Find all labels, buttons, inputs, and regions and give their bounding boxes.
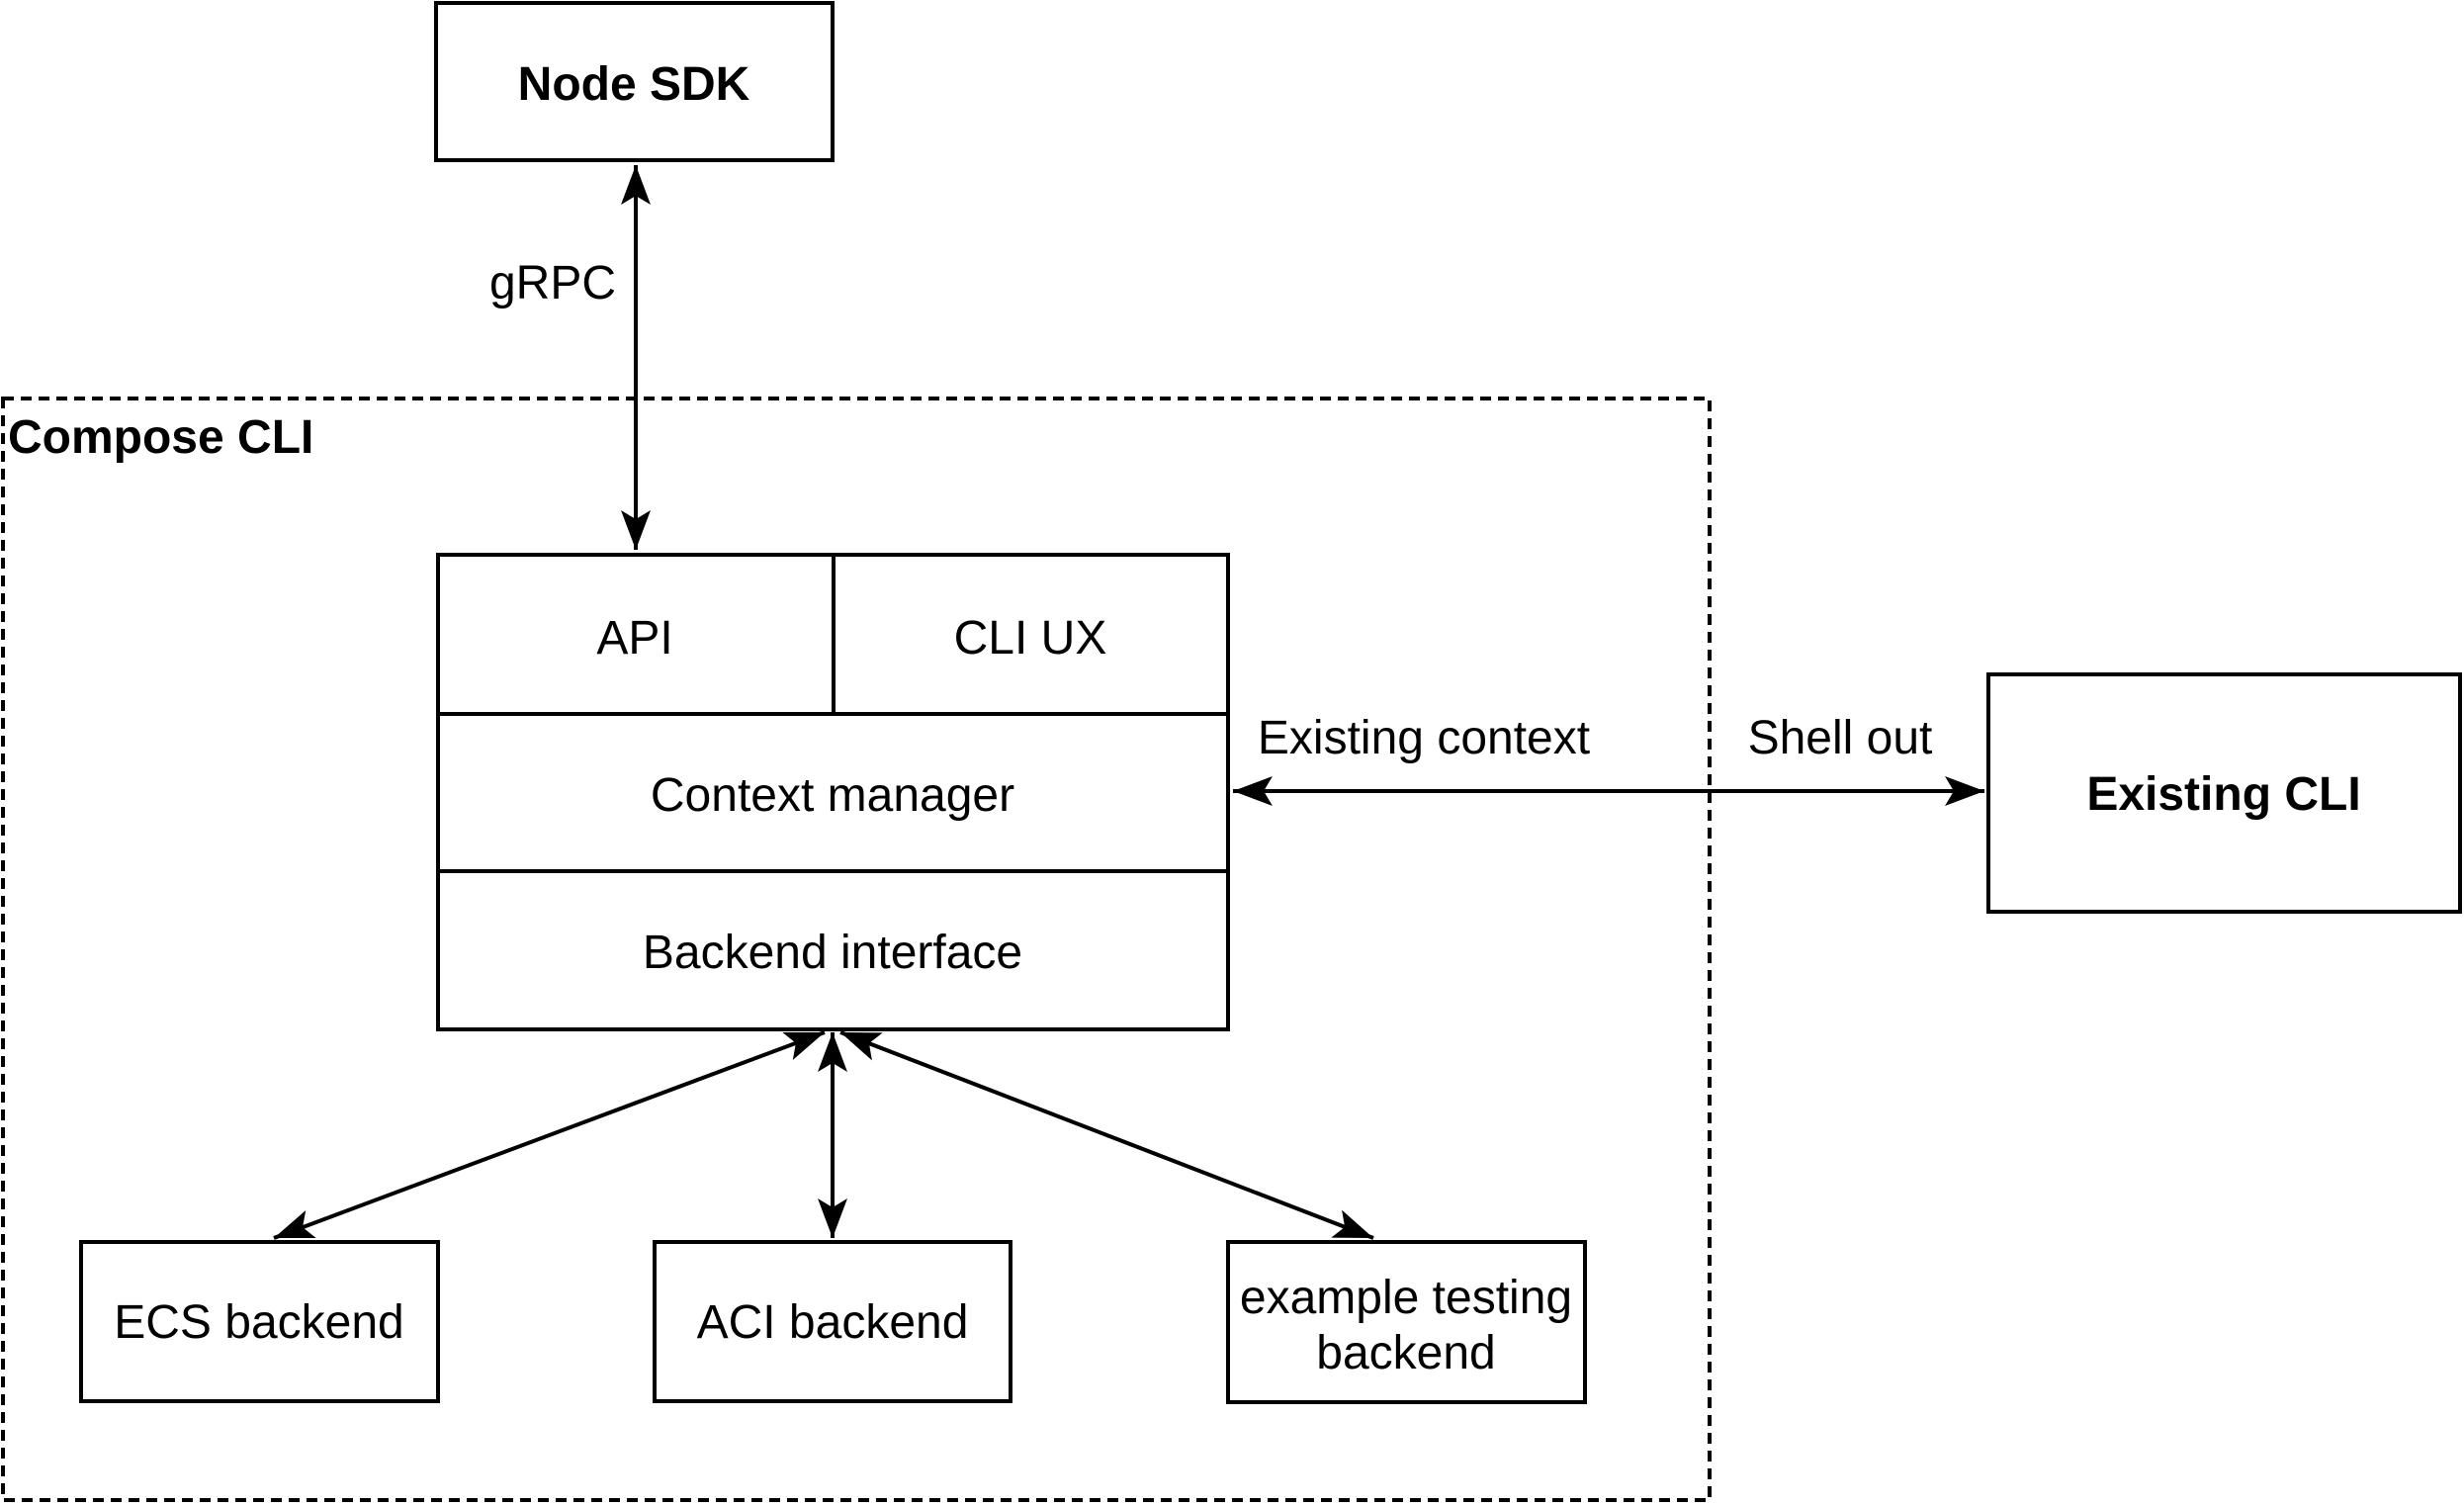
compose-cli-label: Compose CLI [8, 411, 313, 464]
api-label: API [596, 612, 672, 665]
grpc-arrow: gRPC [489, 165, 651, 550]
backend-example-arrow-line [839, 1030, 1374, 1240]
compose-cli-dashed-border [1, 397, 1712, 1502]
compose-core-box: API CLI UX Context manager Backend inter… [436, 553, 1230, 1031]
node-sdk-box: Node SDK [434, 1, 835, 162]
existing-cli-label: Existing CLI [2086, 768, 2360, 821]
example-testing-backend-label-line1: example testing [1240, 1272, 1572, 1324]
backend-ecs-arrow-line [273, 1030, 826, 1240]
aci-backend-rect [653, 1240, 1012, 1403]
aci-backend-box: ACI backend [653, 1240, 1012, 1403]
existing-cli-box: Existing CLI [1986, 672, 2462, 914]
node-sdk-rect [434, 1, 835, 162]
backend-example-arrow [839, 1030, 1374, 1240]
compose-cli-container: Compose CLI [1, 397, 1712, 1502]
aci-backend-label: ACI backend [697, 1296, 969, 1349]
ecs-backend-label: ECS backend [114, 1296, 404, 1349]
existing-cli-rect [1986, 672, 2462, 914]
example-testing-backend-box: example testing backend [1226, 1240, 1587, 1404]
backend-ecs-arrow [273, 1030, 826, 1240]
node-sdk-label: Node SDK [518, 58, 750, 111]
shell-out-label: Shell out [1748, 712, 1933, 764]
example-testing-backend-label-line2: backend [1316, 1327, 1495, 1379]
backend-interface-label: Backend interface [643, 927, 1022, 979]
grpc-label: gRPC [489, 257, 616, 310]
existing-context-label: Existing context [1258, 712, 1590, 764]
ecs-backend-box: ECS backend [79, 1240, 440, 1403]
example-testing-backend-rect [1226, 1240, 1587, 1404]
context-manager-label: Context manager [651, 769, 1014, 822]
existing-context-shell-out-arrow: Existing context Shell out [1233, 712, 1984, 806]
ecs-backend-rect [79, 1240, 440, 1403]
cli-ux-label: CLI UX [954, 612, 1107, 665]
